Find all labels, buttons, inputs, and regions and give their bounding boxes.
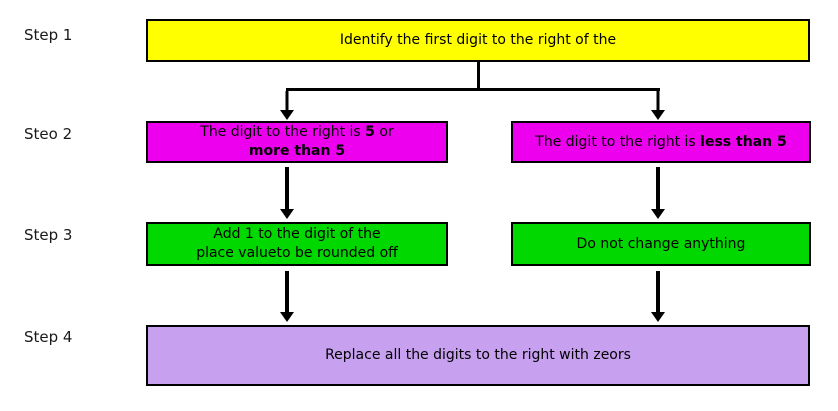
step-label-2: Steo 2 (24, 125, 73, 143)
step2-left-box-line2: more than 5 (248, 143, 346, 159)
arrow-bottom-right (651, 271, 665, 322)
arrow-shaft (656, 271, 660, 313)
step-label-1: Step 1 (24, 26, 73, 44)
step-label-4: Step 4 (24, 328, 73, 346)
step3-left-box: Add 1 to the digit of the place valueto … (146, 222, 448, 266)
step3-right-box-text: Do not change anything (576, 235, 746, 252)
arrow-shaft (285, 271, 289, 313)
step-label-3: Step 3 (24, 226, 73, 244)
step2-right-box-text: The digit to the right is less than 5 (535, 133, 787, 150)
step3-right-box: Do not change anything (511, 222, 811, 266)
step2-left-box: The digit to the right is 5 or more than… (146, 121, 448, 163)
step3-left-box-line1: Add 1 to the digit of the (213, 226, 381, 242)
arrow-shaft (285, 167, 289, 210)
connector-stem (477, 62, 480, 91)
arrow-bottom-left (280, 271, 294, 322)
step3-left-box-line2: place valueto be rounded off (196, 245, 398, 261)
arrow-head-icon (651, 209, 665, 219)
step2-right-box: The digit to the right is less than 5 (511, 121, 811, 163)
arrow-top-left (280, 91, 294, 120)
arrow-head-icon (651, 110, 665, 120)
arrow-mid-left (280, 167, 294, 219)
step1-box: Identify the first digit to the right of… (146, 19, 810, 62)
arrow-mid-right (651, 167, 665, 219)
arrow-head-icon (280, 209, 294, 219)
step4-box-text: Replace all the digits to the right with… (325, 347, 631, 363)
arrow-shaft (656, 91, 660, 111)
step1-box-text: Identify the first digit to the right of… (339, 32, 617, 48)
arrow-head-icon (651, 312, 665, 322)
arrow-head-icon (280, 110, 294, 120)
step2-left-box-line1: The digit to the right is 5 or (200, 124, 394, 140)
step4-box: Replace all the digits to the right with… (146, 325, 810, 386)
arrow-shaft (285, 91, 289, 111)
arrow-top-right (651, 91, 665, 120)
arrow-shaft (656, 167, 660, 210)
connector-horizontal (286, 88, 660, 91)
arrow-head-icon (280, 312, 294, 322)
